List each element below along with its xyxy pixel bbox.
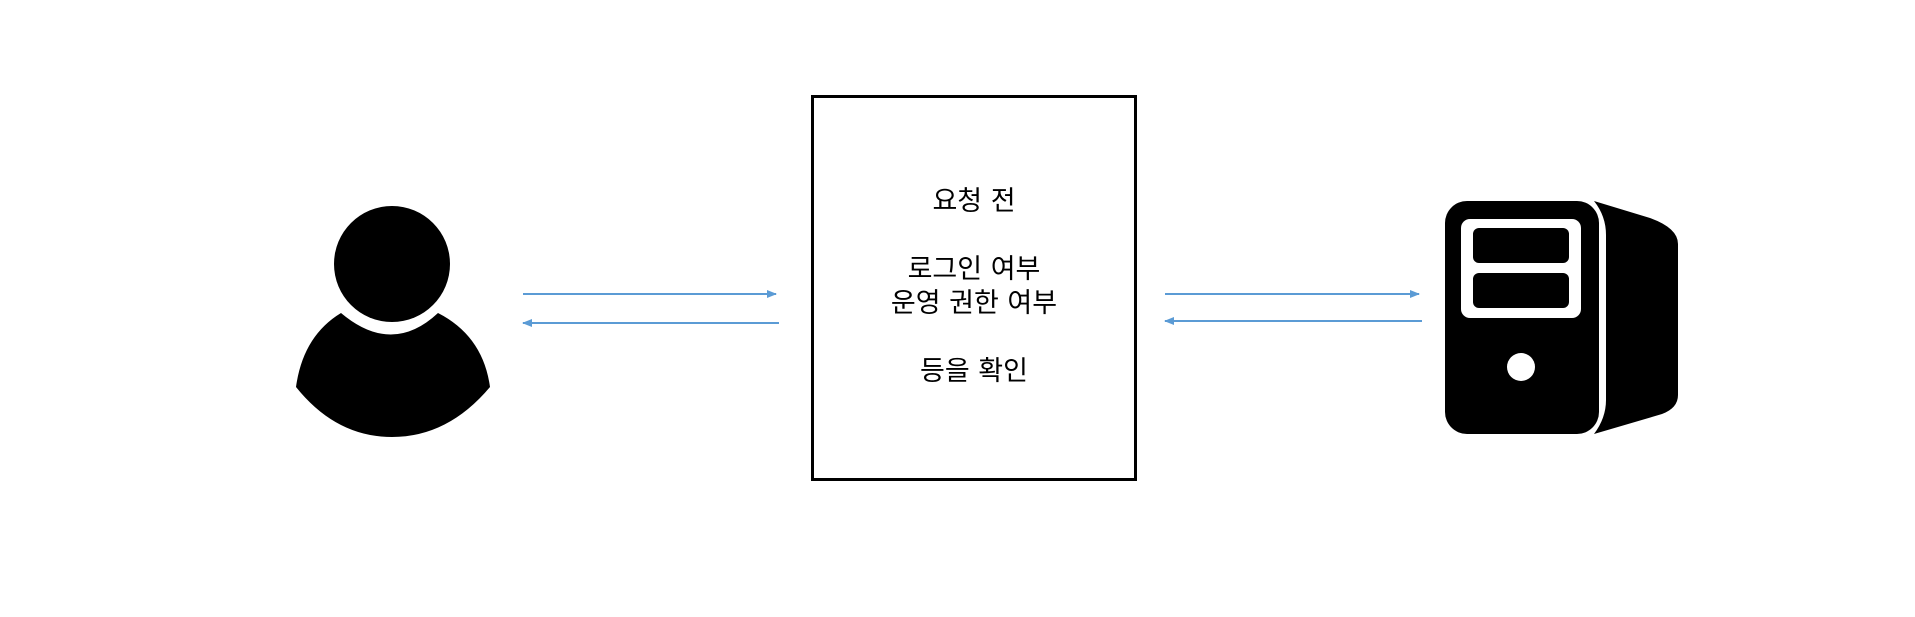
box-text-verify: 등을 확인 bbox=[920, 356, 1028, 387]
server-icon bbox=[1445, 201, 1678, 434]
box-text-admin-permission: 운영 권한 여부 bbox=[890, 288, 1058, 319]
user-icon bbox=[296, 206, 490, 437]
box-text-login-status: 로그인 여부 bbox=[907, 254, 1041, 285]
auth-check-box: 요청 전 로그인 여부 운영 권한 여부 등을 확인 bbox=[811, 95, 1137, 481]
box-text-before-request: 요청 전 bbox=[932, 186, 1016, 217]
